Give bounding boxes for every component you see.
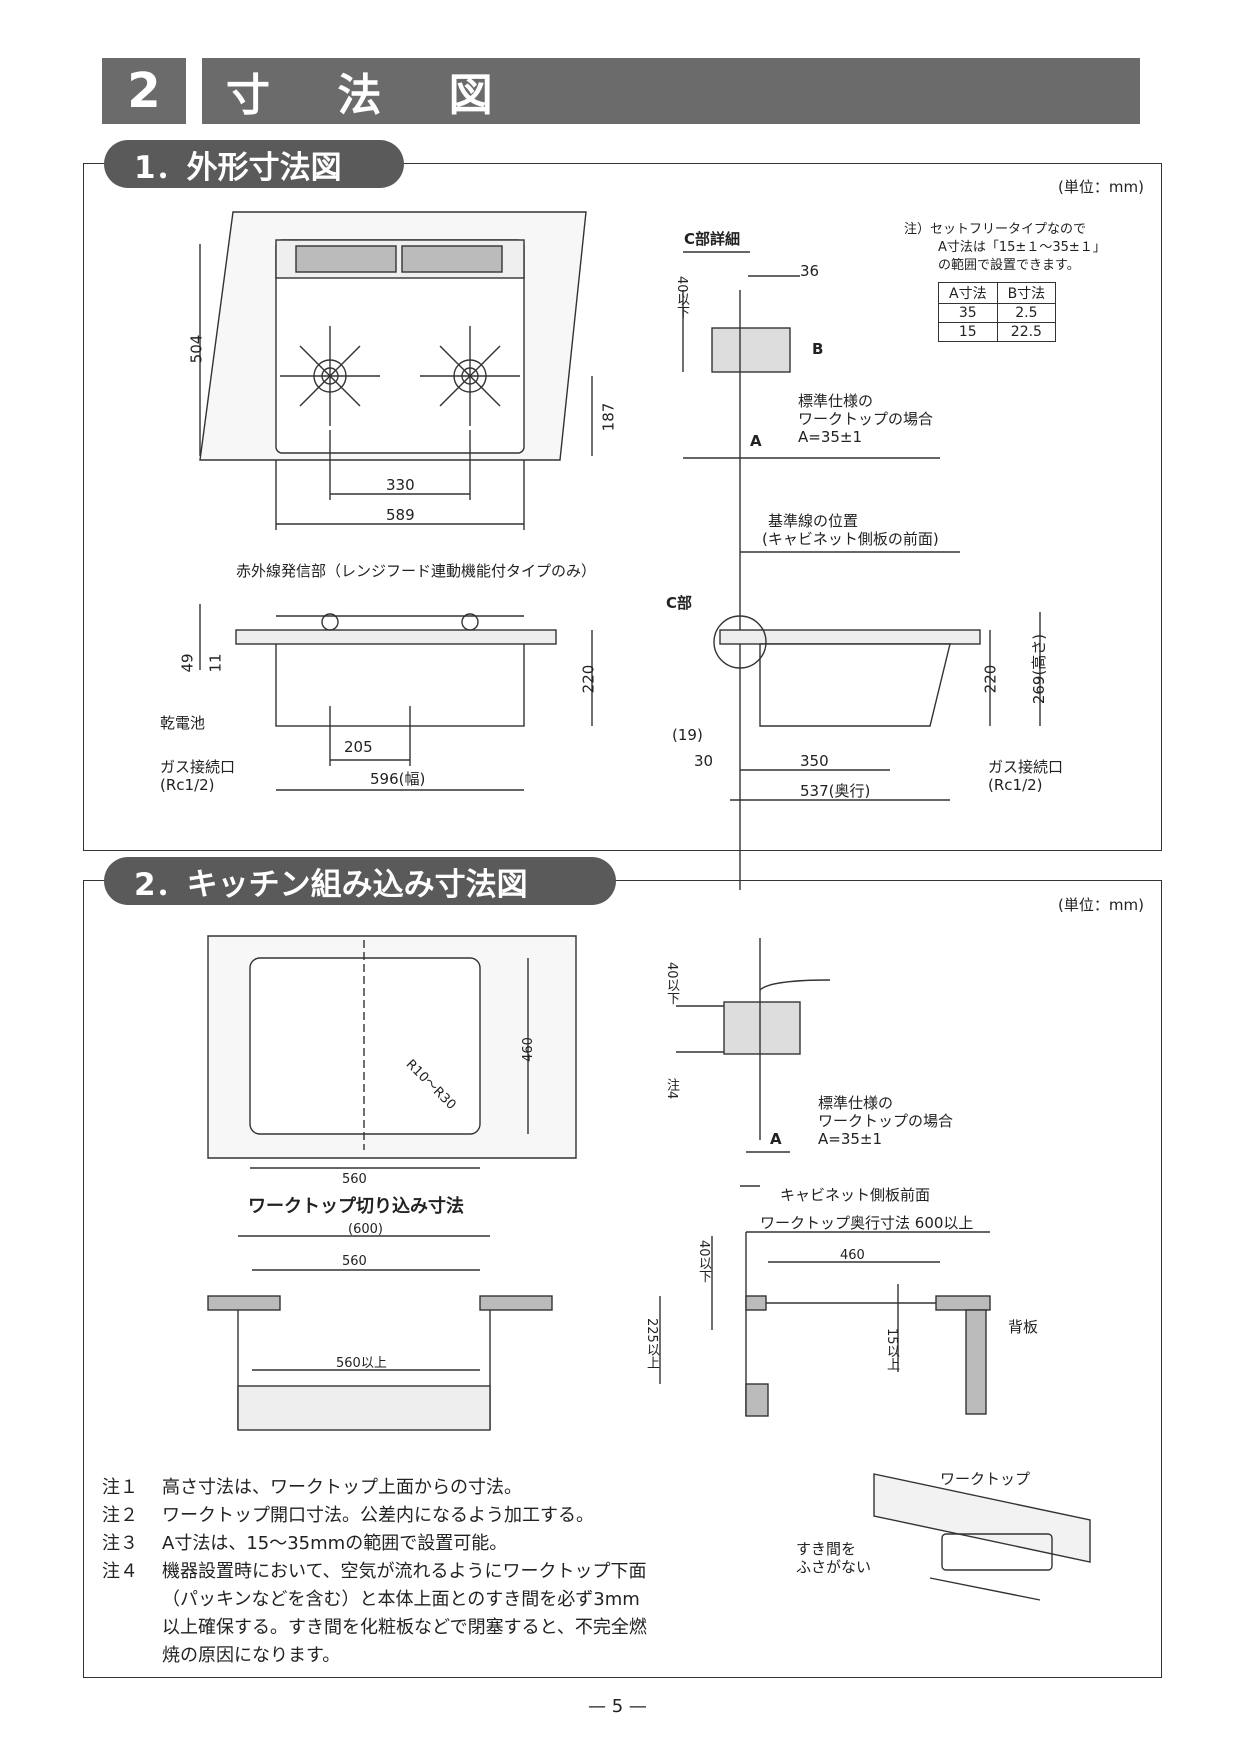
dim-330: 330 — [386, 476, 415, 494]
gas-inlet-size-side: (Rc1/2) — [988, 776, 1043, 794]
dim-560-note2: 560 — [342, 1254, 367, 1269]
dim-225-min: 225以上 — [644, 1318, 659, 1369]
dim-460-note2: 460 — [840, 1248, 865, 1263]
worktop-label: ワークトップ — [940, 1470, 1031, 1488]
table-cell: 22.5 — [996, 322, 1057, 342]
chapter-title: 寸 法 図 — [202, 58, 1140, 124]
page-number: — 5 — — [588, 1696, 647, 1717]
worktop-depth-label: ワークトップ奥行寸法 600以上 — [760, 1214, 974, 1232]
c-part-label: C部 — [666, 594, 693, 612]
section1-tab: 1．外形寸法図 — [104, 140, 404, 188]
setfree-note-2: A寸法は「15±１～35±１」 — [938, 240, 1106, 255]
gas-inlet-label: ガス接続口 — [160, 758, 236, 776]
dim-350: 350 — [800, 752, 829, 770]
std-spec-2b: ワークトップの場合 — [818, 1112, 954, 1130]
note-line: 以上確保する。すき間を化粧板などで閉塞すると、不完全燃 — [162, 1617, 647, 1638]
dim-205: 205 — [344, 738, 373, 756]
dim-36: 36 — [800, 262, 820, 280]
chapter-number: 2 — [102, 58, 186, 124]
label-a: A — [750, 432, 762, 450]
gap-note-1: すき間を — [796, 1540, 857, 1558]
std-spec-2: ワークトップの場合 — [798, 410, 934, 428]
section2-unit: (単位：mm) — [1058, 896, 1144, 914]
std-spec-1b: 標準仕様の — [818, 1094, 894, 1112]
gas-inlet-label-side: ガス接続口 — [988, 758, 1064, 776]
dim-537: 537(奥行) — [800, 782, 871, 800]
dim-40-max-2: 40以下 — [664, 962, 679, 1005]
dim-19: (19) — [672, 726, 703, 744]
backboard-label: 背板 — [1008, 1318, 1039, 1336]
ref-line-1: 基準線の位置 — [768, 512, 859, 530]
note-line: 焼の原因になります。 — [162, 1645, 341, 1666]
dim-460: 460 — [520, 1037, 536, 1062]
setfree-note-1: 注）セットフリータイプなので — [904, 222, 1087, 237]
setfree-note-3: の範囲で設置できます。 — [938, 258, 1080, 273]
battery-label: 乾電池 — [160, 714, 206, 732]
label-a-note3: A — [770, 1130, 782, 1148]
std-spec-3: A=35±1 — [798, 428, 863, 446]
dim-15-min: 15以上 — [884, 1328, 899, 1371]
section2-tab: 2．キッチン組み込み寸法図 — [104, 857, 616, 905]
dim-30: 30 — [694, 752, 714, 770]
cutout-title: ワークトップ切り込み寸法 — [248, 1196, 464, 1217]
dim-40-max-3: 40以下 — [696, 1240, 711, 1283]
dim-600-ref: (600) — [348, 1222, 383, 1237]
ir-label: 赤外線発信部（レンジフード連動機能付タイプのみ） — [236, 562, 597, 580]
std-spec-3b: A=35±1 — [818, 1130, 883, 1148]
gas-inlet-size: (Rc1/2) — [160, 776, 215, 794]
dim-589: 589 — [386, 506, 415, 524]
dim-596: 596(幅) — [370, 770, 426, 788]
table-header-b: B寸法 — [996, 282, 1057, 304]
note-line: （パッキンなどを含む）と本体上面とのすき間を必ず3mm — [162, 1589, 640, 1610]
ref-line-2: (キャビネット側板の前面) — [762, 530, 939, 548]
cabinet-front-label: キャビネット側板前面 — [780, 1186, 931, 1204]
section1-frame — [83, 163, 1162, 851]
section2-frame — [83, 880, 1162, 1678]
c-detail-title: C部詳細 — [684, 230, 741, 248]
dim-560: 560 — [342, 1172, 367, 1187]
dim-40-max: 40以下 — [674, 276, 689, 319]
note4-mark: 注4 — [664, 1078, 679, 1100]
gap-note-2: ふさがない — [796, 1558, 872, 1576]
section1-unit: (単位：mm) — [1058, 178, 1144, 196]
std-spec-1: 標準仕様の — [798, 392, 874, 410]
label-b: B — [812, 340, 824, 358]
dim-560-min: 560以上 — [336, 1356, 387, 1371]
